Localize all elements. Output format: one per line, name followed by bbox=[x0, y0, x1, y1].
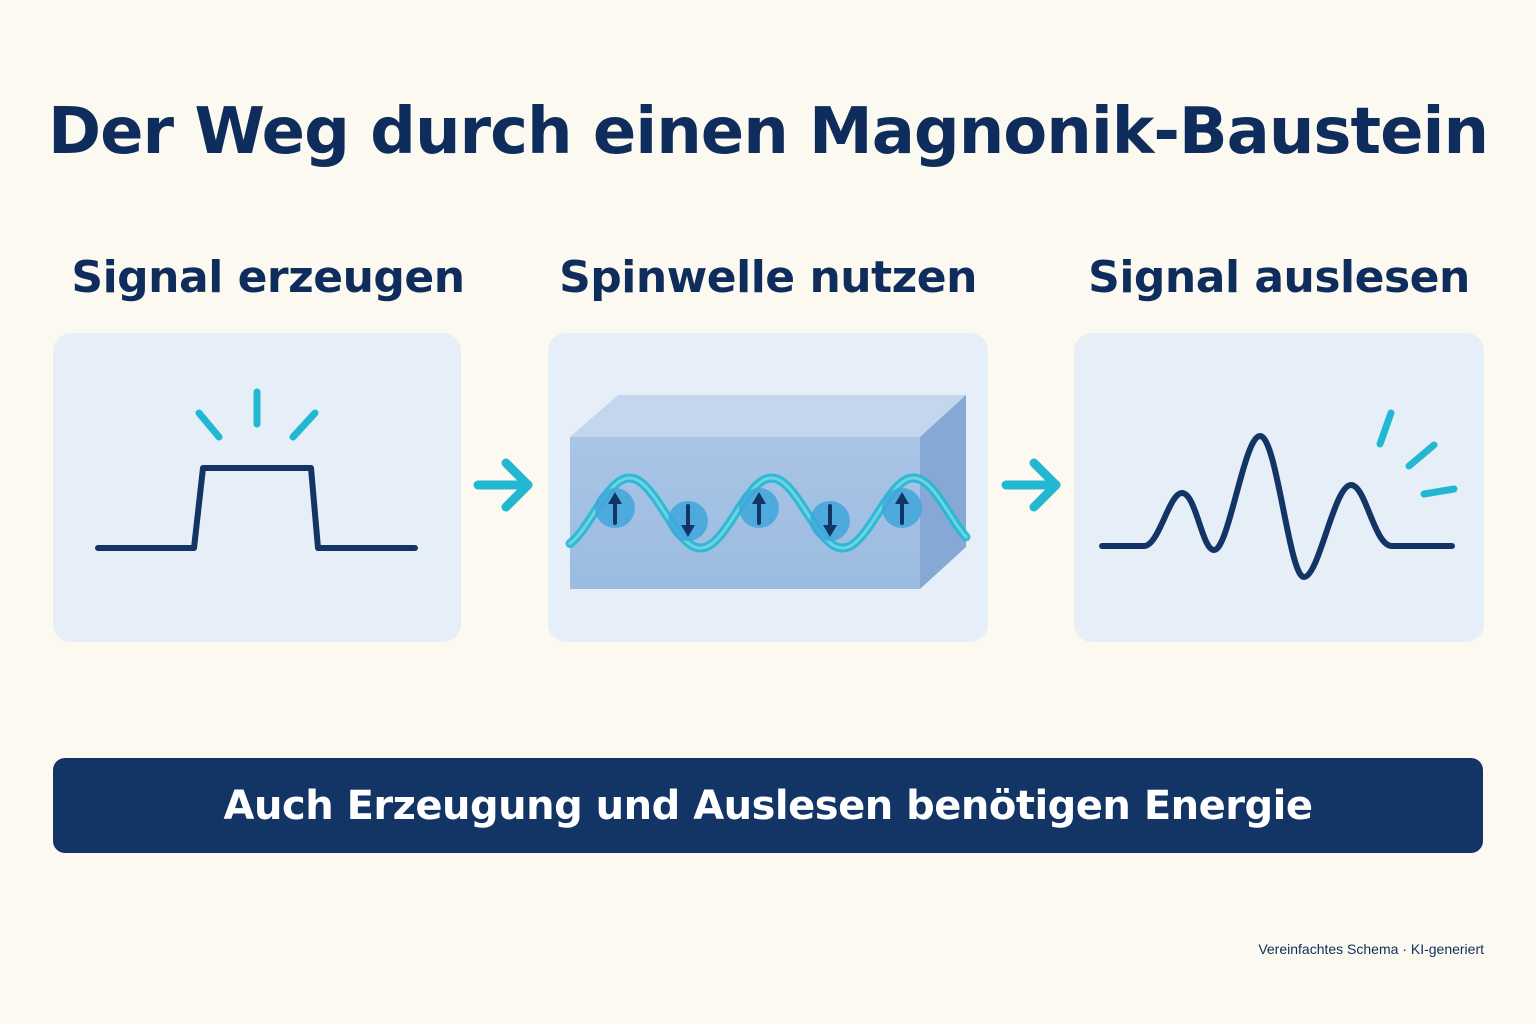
block-top-face bbox=[570, 395, 966, 437]
spin-up-icon bbox=[739, 488, 779, 528]
arrow-right-icon bbox=[996, 450, 1066, 520]
spin-wave-highlight bbox=[568, 476, 968, 550]
footnote: Vereinfachtes Schema · KI-generiert bbox=[1258, 941, 1484, 957]
arrow-right-icon bbox=[468, 450, 538, 520]
pulse-signal-line bbox=[95, 465, 418, 551]
spark-line-top bbox=[1376, 409, 1395, 448]
step-label-signal-erzeugen: Signal erzeugen bbox=[71, 252, 465, 303]
spark-line-left bbox=[195, 409, 223, 441]
spark-line-middle bbox=[1405, 441, 1438, 470]
page-title: Der Weg durch einen Magnonik-Baustein bbox=[47, 95, 1489, 169]
spin-up-icon bbox=[882, 488, 922, 528]
spin-down-icon bbox=[810, 501, 850, 541]
step-label-signal-auslesen: Signal auslesen bbox=[1088, 252, 1470, 303]
energy-banner: Auch Erzeugung und Auslesen benötigen En… bbox=[53, 758, 1483, 853]
spin-wave-illustration bbox=[565, 395, 971, 589]
readout-illustration bbox=[1099, 409, 1458, 580]
step-label-spinwelle-nutzen: Spinwelle nutzen bbox=[559, 252, 977, 303]
panel-signal-generation bbox=[53, 333, 461, 642]
spark-line-bottom bbox=[1420, 485, 1458, 498]
block-side-face bbox=[920, 395, 966, 589]
pulse-illustration bbox=[95, 388, 418, 551]
panel-signal-readout bbox=[1074, 333, 1484, 642]
spark-line-right bbox=[289, 409, 319, 441]
readout-signal-line bbox=[1099, 433, 1455, 580]
panel-spin-wave bbox=[548, 333, 988, 642]
spin-up-icon bbox=[595, 488, 635, 528]
spin-arrows bbox=[595, 488, 922, 541]
spin-down-icon bbox=[668, 501, 708, 541]
